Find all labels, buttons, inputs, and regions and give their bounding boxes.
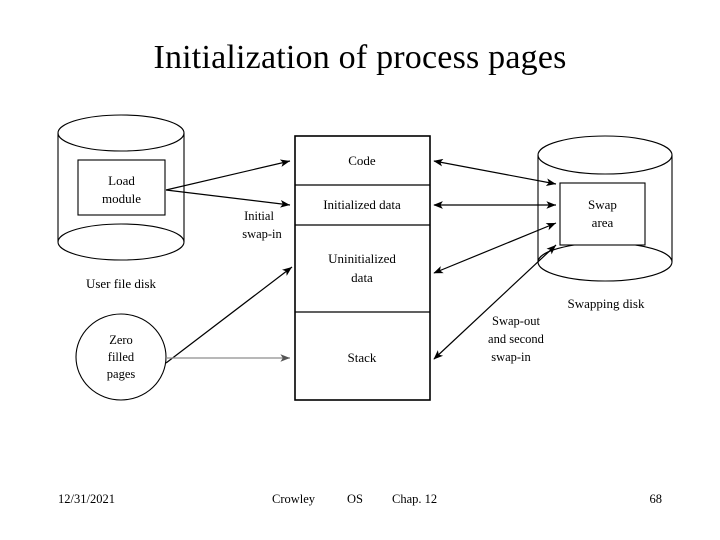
slide-footer: 12/31/2021 Crowley OS Chap. 12 68 bbox=[0, 492, 720, 518]
annotation-swap-out-second-swap-in: Swap-out and second swap-in bbox=[488, 314, 545, 364]
swap-area-label-line2: area bbox=[592, 215, 614, 230]
connector-loadmodule-to-initialized-data bbox=[165, 189, 291, 208]
process-image-box: Code Initialized data Uninitialized data… bbox=[294, 135, 431, 401]
swapping-disk-caption: Swapping disk bbox=[568, 296, 645, 311]
swapping-disk-cylinder: Swap area Swapping disk bbox=[537, 135, 673, 311]
zero-filled-pages-label-line3: pages bbox=[107, 367, 136, 381]
zero-filled-pages-ellipse bbox=[75, 313, 167, 401]
footer-page-number: 68 bbox=[649, 492, 663, 506]
segment-label-stack: Stack bbox=[348, 350, 377, 365]
segment-label-uninitialized-data-line1: Uninitialized bbox=[328, 251, 396, 266]
initial-swap-in-line2: swap-in bbox=[242, 227, 282, 241]
footer-chapter: Chap. 12 bbox=[392, 492, 438, 506]
footer-author: Crowley bbox=[272, 492, 316, 506]
load-module-label-line1: Load bbox=[108, 173, 135, 188]
swap-out-line1: Swap-out bbox=[492, 314, 540, 328]
footer-course: OS bbox=[347, 492, 363, 506]
process-pages-diagram: Load module User file disk Zero filled p… bbox=[57, 114, 673, 401]
segment-label-uninitialized-data-line2: data bbox=[351, 270, 373, 285]
connector-zerofill-to-uninitialized-data bbox=[165, 266, 293, 364]
segment-label-code: Code bbox=[348, 153, 376, 168]
load-module-label-line2: module bbox=[102, 191, 141, 206]
footer-date: 12/31/2021 bbox=[58, 492, 115, 506]
connector-code-swaparea bbox=[433, 158, 557, 186]
zero-filled-pages-label-line2: filled bbox=[108, 350, 135, 364]
load-module-box bbox=[77, 159, 166, 216]
zero-filled-pages-node: Zero filled pages bbox=[75, 313, 167, 401]
swap-out-line3: swap-in bbox=[491, 350, 531, 364]
swap-area-box bbox=[559, 182, 646, 246]
swap-area-label-line1: Swap bbox=[588, 197, 617, 212]
connector-loadmodule-to-code bbox=[165, 159, 291, 191]
user-file-disk-cylinder: Load module User file disk bbox=[57, 114, 185, 291]
initial-swap-in-line1: Initial bbox=[244, 209, 274, 223]
user-file-disk-caption: User file disk bbox=[86, 276, 157, 291]
page-title: Initialization of process pages bbox=[153, 39, 567, 76]
annotation-initial-swap-in: Initial swap-in bbox=[242, 209, 282, 241]
segment-label-initialized-data: Initialized data bbox=[323, 197, 401, 212]
connector-stack-swaparea bbox=[433, 244, 557, 360]
swap-out-line2: and second bbox=[488, 332, 545, 346]
zero-filled-pages-label-line1: Zero bbox=[109, 333, 133, 347]
